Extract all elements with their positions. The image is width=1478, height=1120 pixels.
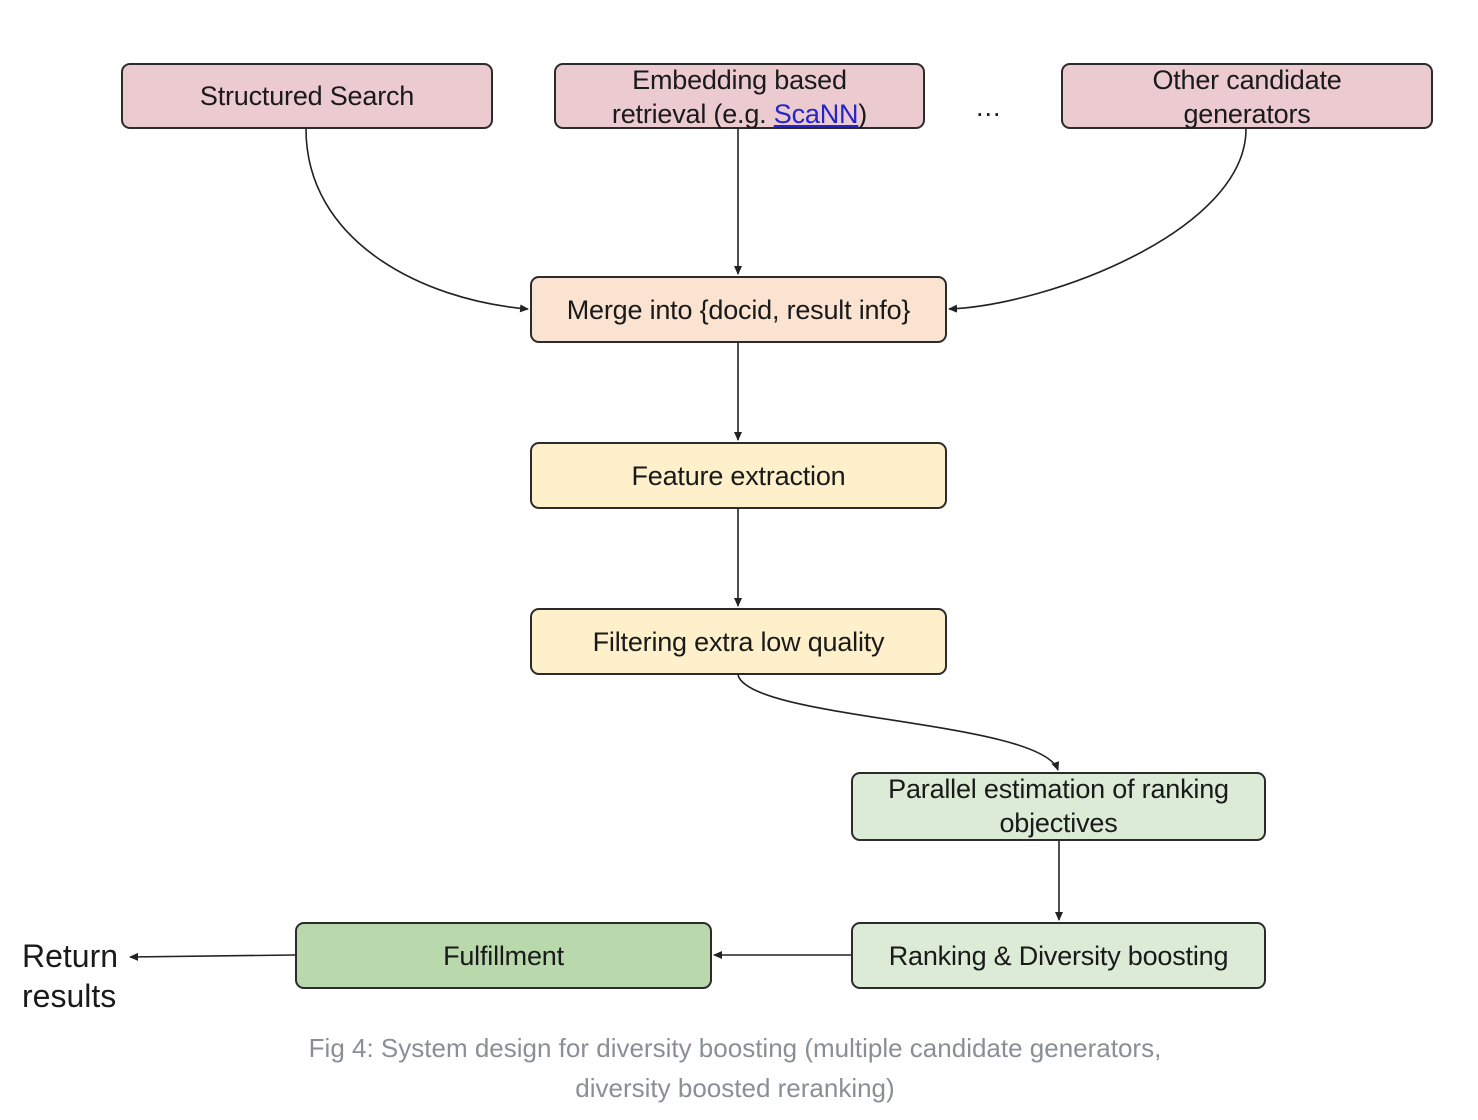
return-line2: results (22, 978, 117, 1014)
node-structured-search-label: Structured Search (199, 81, 415, 111)
return-line1: Return (22, 938, 119, 974)
embedding-line2-prefix: retrieval (e.g. (611, 99, 774, 129)
node-parallel-estimation-label: Parallel estimation of ranking objective… (888, 772, 1229, 840)
node-other-generators: Other candidate generators (1061, 63, 1433, 129)
figure-caption: Fig 4: System design for diversity boost… (0, 1028, 1470, 1108)
arrow-structured-to-merge (305, 128, 529, 313)
other-line2: generators (1183, 99, 1311, 129)
caption-line2: diversity boosted reranking) (575, 1073, 895, 1103)
ellipsis: ... (976, 92, 1002, 122)
node-filtering-label: Filtering extra low quality (592, 626, 885, 657)
node-ranking-diversity: Ranking & Diversity boosting (851, 922, 1266, 989)
node-structured-search: Structured Search (121, 63, 493, 129)
node-merge-label: Merge into {docid, result info} (566, 294, 911, 325)
parallel-line2: objectives (999, 808, 1118, 838)
node-filtering: Filtering extra low quality (530, 608, 947, 675)
scann-link[interactable]: ScaNN (773, 99, 859, 129)
arrow-other-to-merge (948, 128, 1247, 313)
other-line1: Other candidate (1152, 65, 1342, 95)
node-feature-extraction-label: Feature extraction (631, 460, 846, 491)
embedding-line1: Embedding based (632, 65, 847, 95)
arrow-filter-to-parallel (737, 674, 1060, 771)
node-ranking-diversity-label: Ranking & Diversity boosting (888, 940, 1229, 971)
parallel-line1: Parallel estimation of ranking (888, 774, 1229, 804)
node-other-generators-label: Other candidate generators (1152, 63, 1341, 131)
node-embedding-retrieval-label: Embedding based retrieval (e.g. ScaNN) (612, 63, 867, 131)
node-fulfillment: Fulfillment (295, 922, 712, 989)
node-embedding-retrieval: Embedding based retrieval (e.g. ScaNN) (554, 63, 925, 129)
node-merge: Merge into {docid, result info} (530, 276, 947, 343)
node-feature-extraction: Feature extraction (530, 442, 947, 509)
arrow-fulfillment-to-return (129, 952, 296, 961)
return-results-label: Return results (22, 936, 118, 1016)
node-fulfillment-label: Fulfillment (443, 940, 564, 971)
caption-line1: Fig 4: System design for diversity boost… (308, 1033, 1162, 1063)
node-parallel-estimation: Parallel estimation of ranking objective… (851, 772, 1266, 841)
embedding-line2-suffix: ) (858, 99, 868, 129)
